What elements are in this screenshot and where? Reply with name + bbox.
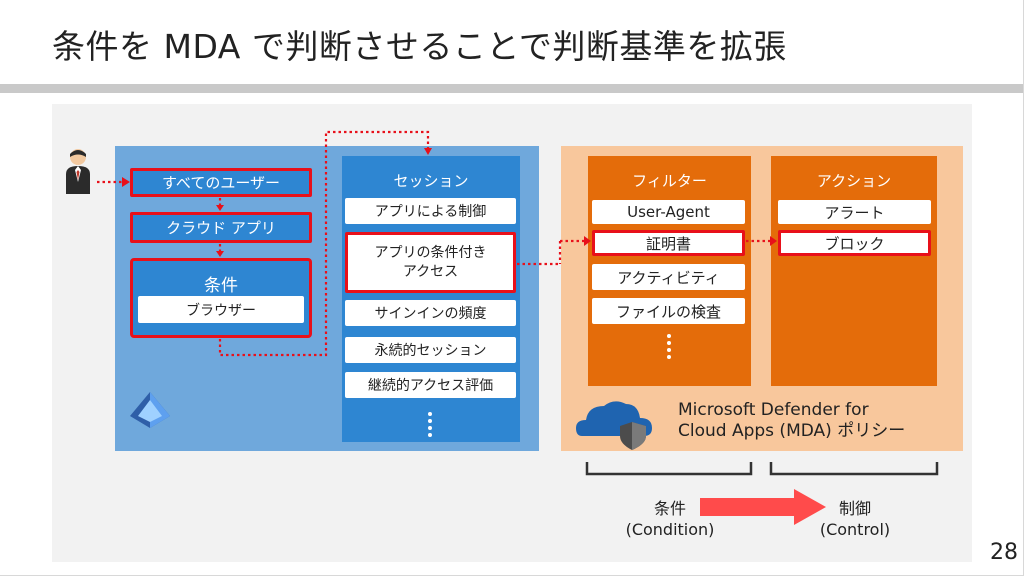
action-item-highlighted: ブロック — [778, 230, 931, 256]
legend-control-label: 制御 — [838, 499, 871, 518]
all-users-box: すべてのユーザー — [130, 168, 312, 197]
legend-condition-label: 条件 — [653, 499, 686, 518]
filter-item: User-Agent — [592, 200, 745, 224]
mda-caption-line: Cloud Apps (MDA) ポリシー — [678, 421, 906, 441]
vertical-ellipsis-icon — [428, 412, 432, 437]
session-item: サインインの頻度 — [345, 300, 516, 326]
mda-policy-caption: Microsoft Defender for Cloud Apps (MDA) … — [678, 400, 905, 442]
mda-caption-line: Microsoft Defender for — [678, 400, 869, 420]
condition-to-control-arrow — [700, 489, 826, 525]
slide-title: 条件を MDA で判断させることで判断基準を拡張 — [52, 27, 787, 66]
filter-heading: フィルター — [632, 172, 707, 190]
legend-condition-en: (Condition) — [625, 520, 715, 539]
action-heading: アクション — [816, 172, 892, 190]
legend-control: 制御 (Control) — [800, 498, 910, 540]
session-item-highlighted: アプリの条件付き アクセス — [345, 232, 516, 293]
cloud-apps-box: クラウド アプリ — [130, 212, 312, 243]
page-number: 28 — [990, 540, 1018, 565]
more-dots — [659, 332, 679, 362]
more-dots — [420, 410, 440, 440]
session-item: アプリによる制御 — [345, 198, 516, 224]
filter-item-highlighted: 証明書 — [592, 230, 745, 256]
entra-id-icon — [130, 392, 170, 428]
title-divider — [0, 84, 1024, 93]
filter-item: ファイルの検査 — [592, 298, 745, 324]
conditions-label: 条件 — [204, 276, 238, 296]
session-heading: セッション — [393, 172, 469, 190]
action-panel — [771, 156, 937, 386]
session-item: 永続的セッション — [345, 337, 516, 363]
cloud-shield-icon — [576, 401, 652, 450]
legend-control-en: (Control) — [819, 520, 891, 539]
filter-item: アクティビティ — [592, 264, 745, 290]
action-item: アラート — [778, 200, 931, 224]
browser-condition: ブラウザー — [138, 296, 304, 323]
legend-condition: 条件 (Condition) — [610, 498, 730, 540]
conditions-box: 条件 ブラウザー — [130, 258, 312, 338]
vertical-ellipsis-icon — [667, 334, 671, 359]
user-avatar-icon — [66, 149, 90, 194]
session-item: 継続的アクセス評価 — [345, 372, 516, 398]
